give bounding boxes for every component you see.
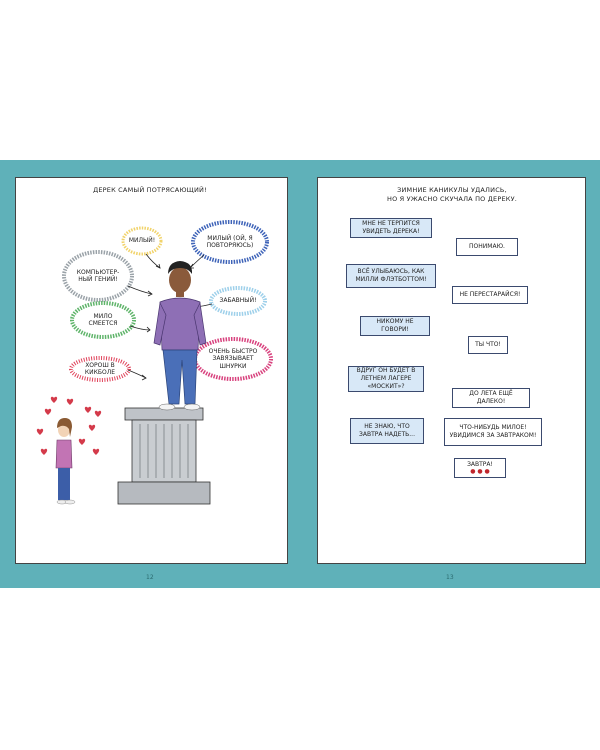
bubble-computer-genius: КОМПЬЮТЕР-НЫЙ ГЕНИЙ! xyxy=(76,268,120,284)
chat-message-left-5: НЕ ЗНАЮ, ЧТО ЗАВТРА НАДЕТЬ... xyxy=(350,418,424,444)
left-page-caption: ДЕРЕК САМЫЙ ПОТРЯСАЮЩИЙ! xyxy=(93,186,207,194)
right-page-number: 13 xyxy=(446,574,454,581)
caption-line-1: ЗИМНИЕ КАНИКУЛЫ УДАЛИСЬ, xyxy=(397,186,507,194)
ladybug-emoji-icons: ● ● ● xyxy=(470,468,490,475)
chat-message-right-5: ЧТО-НИБУДЬ МИЛОЕ! УВИДИМСЯ ЗА ЗАВТРАКОМ! xyxy=(444,418,542,446)
bubble-kickball: ХОРОШ В КИКБОЛЕ xyxy=(84,361,116,377)
right-page-caption: ЗИМНИЕ КАНИКУЛЫ УДАЛИСЬ, НО Я УЖАСНО СКУ… xyxy=(362,186,542,204)
chat-message-left-1: МНЕ НЕ ТЕРПИТСЯ УВИДЕТЬ ДЕРЕКА! xyxy=(350,218,432,238)
caption-line-2: НО Я УЖАСНО СКУЧАЛА ПО ДЕРЕКУ. xyxy=(386,195,517,203)
chat-message-right-6: ЗАВТРА! ● ● ● xyxy=(454,458,506,478)
chat-message-right-4: ДО ЛЕТА ЕЩЁ ДАЛЕКО! xyxy=(452,388,530,408)
bubble-ties-laces: ОЧЕНЬ БЫСТРО ЗАВЯЗЫВАЕТ ШНУРКИ xyxy=(208,347,258,370)
chat-message-right-2: НЕ ПЕРЕСТАРАЙСЯ! xyxy=(452,286,528,304)
left-page-number: 12 xyxy=(146,574,154,581)
bubble-sweet: МИЛЫЙ! xyxy=(128,237,156,245)
chat-message-left-2: ВСЁ УЛЫБАЮСЬ, КАК МИЛЛИ ФЛЭТБОТТОМ! xyxy=(346,264,436,288)
bubble-laughs-cute: МИЛО СМЕЕТСЯ xyxy=(88,312,118,328)
bubble-sweet-repeat: МИЛЫЙ (ОЙ, Я ПОВТОРЯЮСЬ) xyxy=(206,234,254,250)
bubble-funny: ЗАБАВНЫЙ! xyxy=(219,297,257,305)
chat-message-left-4: ВДРУГ ОН БУДЕТ В ЛЕТНЕМ ЛАГЕРЕ «МОСКИТ»? xyxy=(348,366,424,392)
chat-message-right-3: ТЫ ЧТО! xyxy=(468,336,508,354)
chat-message-right-1: ПОНИМАЮ. xyxy=(456,238,518,256)
chat-message-left-3: НИКОМУ НЕ ГОВОРИ! xyxy=(360,316,430,336)
chat-message-right-6-text: ЗАВТРА! xyxy=(467,461,493,468)
